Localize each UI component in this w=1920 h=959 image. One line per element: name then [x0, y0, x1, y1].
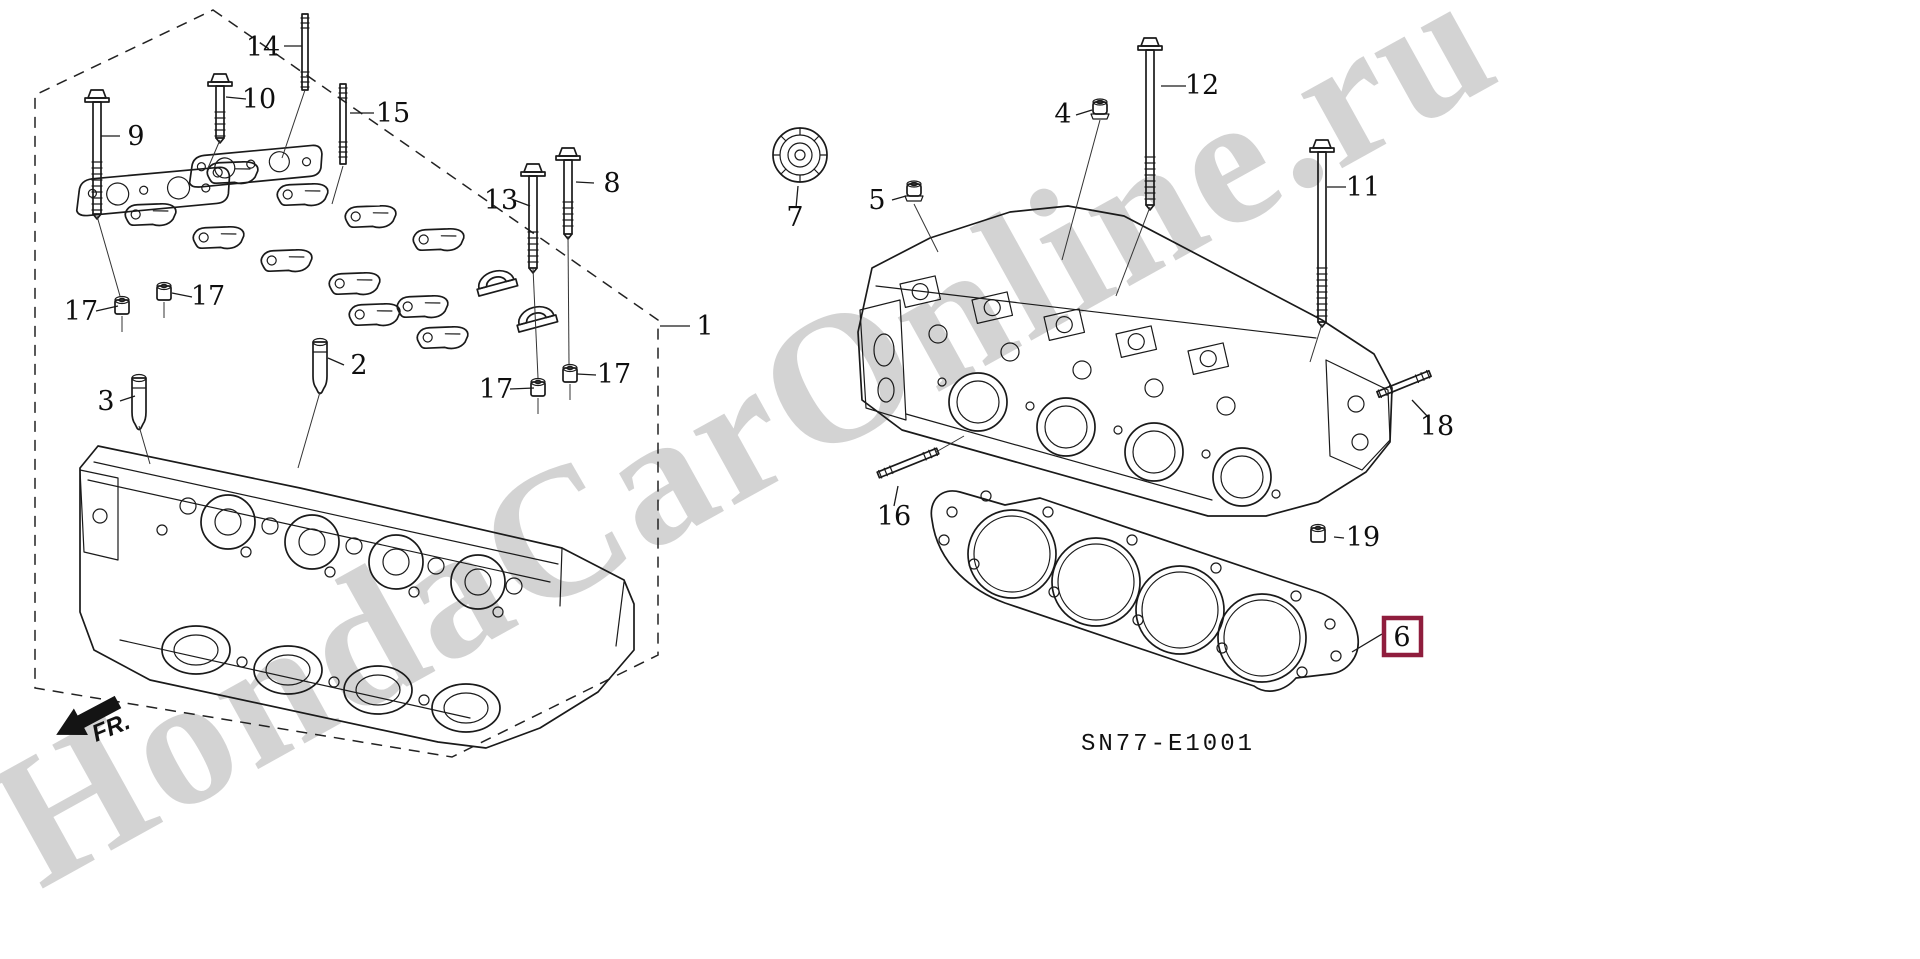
assembly-boundary-dashed	[34, 9, 659, 758]
leader-lines	[95, 45, 1429, 653]
callout-19[interactable]: 19	[1346, 522, 1380, 553]
callout-17-a[interactable]: 17	[64, 296, 98, 327]
callout-10[interactable]: 10	[242, 84, 276, 115]
callout-18[interactable]: 18	[1420, 411, 1454, 442]
callout-2[interactable]: 2	[350, 350, 367, 381]
callout-17-b[interactable]: 17	[191, 281, 225, 312]
callout-6-box[interactable]	[1381, 615, 1424, 658]
part-8-bolt-drawing	[555, 147, 581, 240]
part-3-valve-guide-drawing	[131, 373, 147, 431]
part-17-bushing-b-drawing	[156, 281, 172, 301]
diagram-code: SN77-E1001	[1081, 731, 1255, 758]
callout-5[interactable]: 5	[868, 185, 885, 216]
callout-11[interactable]: 11	[1346, 172, 1380, 203]
callout-7[interactable]: 7	[786, 202, 803, 233]
callout-17-c[interactable]: 17	[479, 374, 513, 405]
callout-6[interactable]: 6	[1393, 622, 1410, 653]
callout-14[interactable]: 14	[246, 32, 280, 63]
callout-17-d[interactable]: 17	[597, 359, 631, 390]
callout-15[interactable]: 15	[376, 98, 410, 129]
part-18-stud-drawing	[1376, 369, 1432, 399]
callout-6-highlight[interactable]: 6	[1381, 615, 1424, 658]
callout-3[interactable]: 3	[97, 386, 114, 417]
part-14-stud-drawing	[300, 13, 310, 91]
part-9-bolt-drawing	[84, 89, 110, 220]
callout-4[interactable]: 4	[1054, 99, 1071, 130]
cylinder-head-left-drawing	[79, 445, 635, 749]
part-2-valve-guide-drawing	[312, 337, 328, 395]
part-17-bushing-c-drawing	[530, 377, 546, 397]
part-7-grommet-drawing	[772, 127, 828, 183]
part-5-valve-seal-drawing	[904, 180, 924, 202]
part-17-bushing-a-drawing	[114, 295, 130, 315]
part-10-bolt-drawing	[207, 73, 233, 144]
callout-13[interactable]: 13	[484, 185, 518, 216]
part-13-bolt-drawing	[520, 163, 546, 274]
cylinder-head-right-drawing	[857, 205, 1393, 517]
camshaft-holder-b-drawing	[188, 144, 323, 188]
callout-16[interactable]: 16	[877, 501, 911, 532]
part-17-bushing-d-drawing	[562, 363, 578, 383]
part-6-head-gasket-drawing	[930, 490, 1359, 692]
callout-12[interactable]: 12	[1185, 70, 1219, 101]
callout-1[interactable]: 1	[696, 311, 713, 342]
part-11-bolt-drawing	[1309, 139, 1335, 328]
part-12-bolt-drawing	[1137, 37, 1163, 211]
callout-8[interactable]: 8	[603, 168, 620, 199]
callout-9[interactable]: 9	[127, 121, 144, 152]
part-19-bushing-drawing	[1310, 523, 1326, 543]
part-15-stud-drawing	[338, 83, 348, 165]
watermark-text: HondaCarOnline.ru	[0, 0, 1526, 926]
front-arrow-icon	[56, 695, 122, 735]
installation-lines	[96, 89, 1323, 469]
